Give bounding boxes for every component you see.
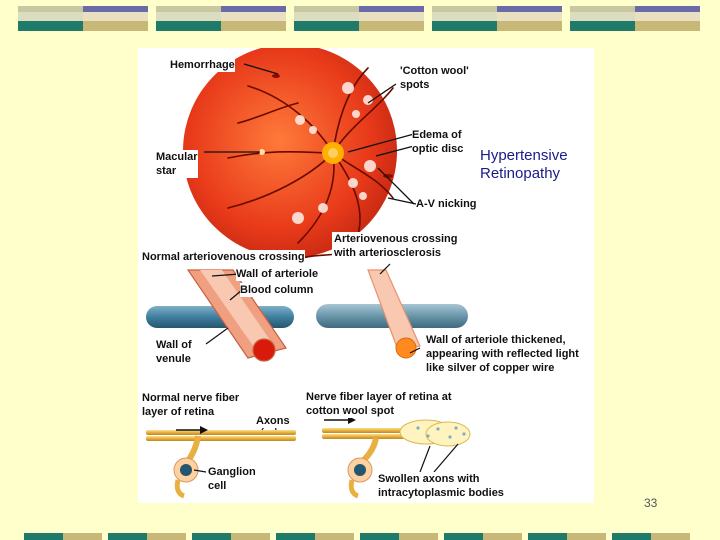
wall-of-arteriole-label: Wall of arteriole xyxy=(236,267,318,281)
decorative-tile xyxy=(528,533,606,540)
edema-label: Edema of optic disc xyxy=(412,128,463,156)
ganglion-cell-label: Ganglion cell xyxy=(208,465,256,493)
tile-segment xyxy=(612,533,651,540)
normal-nerve-fiber-line-2: layer of retina xyxy=(142,405,239,419)
tile-segment xyxy=(497,21,562,31)
wall-of-venule-line-1: Wall of xyxy=(156,338,192,352)
thickened-wall-label: Wall of arteriole thickened, appearing w… xyxy=(426,333,579,375)
tile-segment xyxy=(651,533,690,540)
thickened-wall-line-1: Wall of arteriole thickened, xyxy=(426,333,579,347)
decorative-tile xyxy=(156,6,286,31)
tile-segment xyxy=(18,21,83,31)
tile-segment xyxy=(156,12,221,21)
title-line-2: Retinopathy xyxy=(480,165,568,183)
tile-segment xyxy=(567,533,606,540)
ganglion-cell-line-1: Ganglion xyxy=(208,465,256,479)
tile-segment xyxy=(83,12,148,21)
sclerosis-crossing-label: Arteriovenous crossing with arterioscler… xyxy=(332,232,459,260)
sclerosis-crossing-line-1: Arteriovenous crossing xyxy=(334,232,457,246)
tile-segment xyxy=(18,12,83,21)
av-nicking-label: A-V nicking xyxy=(416,197,477,211)
axons-label: Axons xyxy=(256,414,290,428)
diagram-svg xyxy=(138,48,594,503)
thickened-wall-line-2: appearing with reflected light xyxy=(426,347,579,361)
cotton-wool-line-1: 'Cotton wool' xyxy=(400,64,469,78)
tile-segment xyxy=(221,21,286,31)
tile-segment xyxy=(156,21,221,31)
normal-nerve-fiber-label: Normal nerve fiber layer of retina xyxy=(142,391,239,419)
macular-star-label: Macular star xyxy=(156,150,198,178)
tile-segment xyxy=(83,21,148,31)
blood-column-label: Blood column xyxy=(240,283,313,297)
macular-star-line-1: Macular xyxy=(156,150,198,164)
page-number: 33 xyxy=(644,496,657,510)
decorative-tile xyxy=(612,533,690,540)
tile-segment xyxy=(360,533,399,540)
tile-segment xyxy=(294,21,359,31)
tile-segment xyxy=(483,533,522,540)
decorative-tile xyxy=(276,533,354,540)
tile-segment xyxy=(399,533,438,540)
wall-of-venule-label: Wall of venule xyxy=(156,338,192,366)
tile-segment xyxy=(570,12,635,21)
tile-segment xyxy=(63,533,102,540)
macular-star-line-2: star xyxy=(156,164,198,178)
tile-segment xyxy=(497,12,562,21)
edema-line-2: optic disc xyxy=(412,142,463,156)
tile-segment xyxy=(359,12,424,21)
decorative-tile xyxy=(294,6,424,31)
tile-segment xyxy=(359,21,424,31)
decorative-tile xyxy=(192,533,270,540)
cotton-wool-label: 'Cotton wool' spots xyxy=(398,64,471,92)
cotton-wool-line-2: spots xyxy=(400,78,469,92)
tile-segment xyxy=(570,21,635,31)
tile-segment xyxy=(635,21,700,31)
cotton-spot-fiber-line-2: cotton wool spot xyxy=(306,404,452,418)
fundus-image xyxy=(183,48,416,258)
ganglion-cell-line-2: cell xyxy=(208,479,256,493)
swollen-axons-label: Swollen axons with intracytoplasmic bodi… xyxy=(378,472,504,500)
normal-nerve-fiber-line-1: Normal nerve fiber xyxy=(142,391,239,405)
tile-segment xyxy=(635,12,700,21)
retinopathy-figure: Hemorrhage 'Cotton wool' spots Macular s… xyxy=(138,48,594,503)
tile-segment xyxy=(528,533,567,540)
swollen-axons-line-2: intracytoplasmic bodies xyxy=(378,486,504,500)
tile-segment xyxy=(231,533,270,540)
cotton-spot-fiber-label: Nerve fiber layer of retina at cotton wo… xyxy=(306,390,452,418)
tile-segment xyxy=(276,533,315,540)
decorative-tile xyxy=(24,533,102,540)
decorative-tile xyxy=(360,533,438,540)
tile-segment xyxy=(432,21,497,31)
tile-segment xyxy=(432,12,497,21)
normal-crossing-label: Normal arteriovenous crossing xyxy=(142,250,305,264)
cotton-spot-fiber-line-1: Nerve fiber layer of retina at xyxy=(306,390,452,404)
title-line-1: Hypertensive xyxy=(480,147,568,165)
decorative-tile xyxy=(18,6,148,31)
decorative-tile xyxy=(570,6,700,31)
wall-of-venule-line-2: venule xyxy=(156,352,192,366)
slide-title: Hypertensive Retinopathy xyxy=(478,146,570,184)
tile-segment xyxy=(444,533,483,540)
tile-segment xyxy=(315,533,354,540)
tile-segment xyxy=(147,533,186,540)
tile-segment xyxy=(294,12,359,21)
tile-segment xyxy=(221,12,286,21)
swollen-axons-line-1: Swollen axons with xyxy=(378,472,504,486)
sclerosis-crossing-line-2: with arteriosclerosis xyxy=(334,246,457,260)
decorative-tile xyxy=(444,533,522,540)
tile-segment xyxy=(192,533,231,540)
decorative-tile xyxy=(108,533,186,540)
hemorrhage-label: Hemorrhage xyxy=(170,58,235,72)
tile-segment xyxy=(24,533,63,540)
thickened-wall-line-3: like silver of copper wire xyxy=(426,361,579,375)
edema-line-1: Edema of xyxy=(412,128,463,142)
tile-segment xyxy=(108,533,147,540)
decorative-tile xyxy=(432,6,562,31)
